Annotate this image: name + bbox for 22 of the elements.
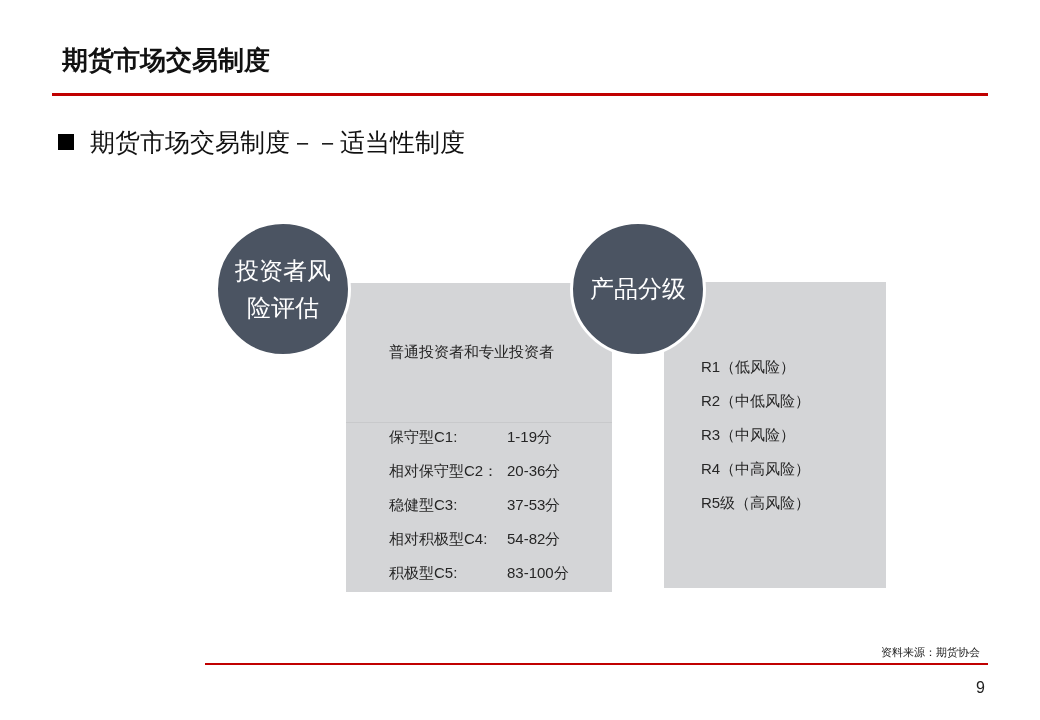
investor-type: 相对保守型C2： xyxy=(389,461,500,481)
risk-level-item: R5级（高风险） xyxy=(701,493,811,513)
risk-level-item: R3（中风险） xyxy=(701,425,797,445)
investor-type: 稳健型C3: xyxy=(389,495,459,515)
circle-title: 产品分级 xyxy=(589,274,687,305)
score-range: 20-36分 xyxy=(507,461,562,481)
score-range: 1-19分 xyxy=(507,427,554,447)
score-range: 37-53分 xyxy=(507,495,562,515)
page-number: 9 xyxy=(976,678,985,698)
score-range: 54-82分 xyxy=(507,529,562,549)
risk-level-item: R1（低风险） xyxy=(701,357,797,377)
section-heading: 期货市场交易制度－－适当性制度 xyxy=(90,127,465,158)
circle-title: 投资者风险评估 xyxy=(234,255,332,323)
source-note: 资料来源：期货协会 xyxy=(881,645,980,660)
investor-type: 保守型C1: xyxy=(389,427,459,447)
investor-type: 相对积极型C4: xyxy=(389,529,489,549)
risk-level-item: R2（中低风险） xyxy=(701,391,811,411)
investor-type: 积极型C5: xyxy=(389,563,459,583)
risk-level-item: R4（中高风险） xyxy=(701,459,811,479)
panel-heading: 普通投资者和专业投资者 xyxy=(389,342,554,362)
score-range: 83-100分 xyxy=(507,563,569,583)
slide-title: 期货市场交易制度 xyxy=(62,44,270,77)
